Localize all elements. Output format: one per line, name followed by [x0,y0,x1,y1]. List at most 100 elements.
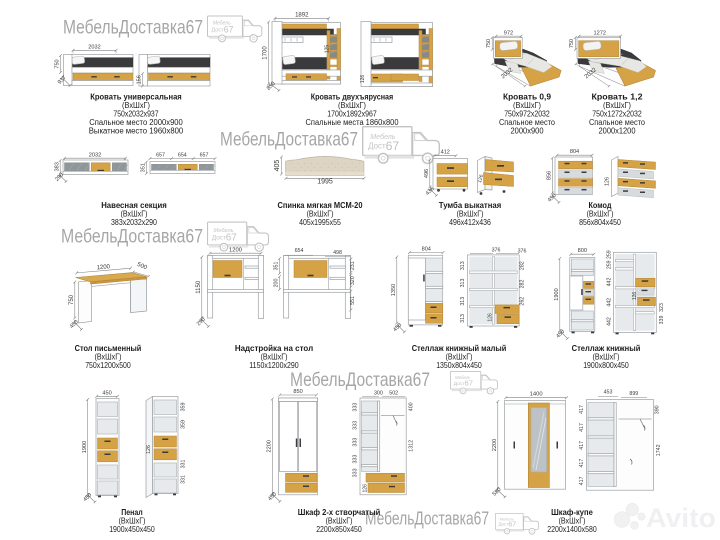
svg-text:750: 750 [486,39,492,48]
svg-text:359: 359 [180,403,186,412]
svg-text:850: 850 [293,389,302,395]
svg-text:290: 290 [196,316,207,327]
svg-text:259: 259 [607,260,613,269]
svg-text:750x1272x2032: 750x1272x2032 [592,110,641,119]
svg-text:Стеллаж книжный малый: Стеллаж книжный малый [412,344,507,353]
svg-text:126: 126 [477,174,485,184]
svg-text:(ВхШхГ): (ВхШхГ) [513,101,541,110]
svg-text:405: 405 [274,160,281,172]
svg-text:405x1995x55: 405x1995x55 [299,218,341,227]
svg-text:Надстройка на стол: Надстройка на стол [235,344,313,353]
svg-text:1892: 1892 [295,13,309,19]
svg-text:282: 282 [519,261,525,270]
svg-text:1900: 1900 [82,441,88,453]
svg-text:(ВхШхГ): (ВхШхГ) [326,516,353,525]
svg-text:МебельДоставка67: МебельДоставка67 [63,17,203,39]
svg-text:1400: 1400 [530,392,543,398]
svg-text:496: 496 [424,169,430,178]
svg-text:1150x1200x290: 1150x1200x290 [249,361,299,370]
svg-text:333: 333 [352,421,358,430]
svg-text:(ВхШхГ): (ВхШхГ) [603,101,631,110]
svg-text:Спальное место: Спальное место [499,118,556,127]
svg-text:Кровать универсальная: Кровать универсальная [90,92,182,101]
svg-text:125: 125 [325,45,331,54]
svg-text:323: 323 [659,303,665,312]
svg-text:126: 126 [363,484,369,493]
svg-text:376: 376 [492,247,501,253]
svg-text:126: 126 [146,445,152,454]
svg-text:200: 200 [274,279,280,288]
svg-text:Кровать двухъярусная: Кровать двухъярусная [311,92,394,101]
svg-text:502: 502 [389,390,398,396]
svg-text:450: 450 [82,492,93,503]
svg-text:657: 657 [200,152,209,158]
svg-text:(ВхШхГ): (ВхШхГ) [559,516,586,525]
svg-text:856: 856 [547,171,553,180]
svg-text:300: 300 [374,390,383,396]
svg-text:417: 417 [579,476,585,485]
svg-text:500: 500 [136,262,148,272]
svg-text:580: 580 [492,487,503,498]
svg-text:МебельДоставка67: МебельДоставка67 [220,129,358,151]
svg-text:Шкаф-купе: Шкаф-купе [551,508,593,517]
svg-text:333: 333 [352,438,358,447]
svg-text:551: 551 [350,296,356,305]
svg-text:1350x804x450: 1350x804x450 [436,361,482,370]
svg-text:Спальные места 1860x800: Спальные места 1860x800 [306,118,400,127]
svg-text:750x1200x500: 750x1200x500 [85,361,131,370]
svg-text:(ВхШхГ): (ВхШхГ) [261,352,288,361]
svg-text:1900x450x450: 1900x450x450 [109,525,155,534]
svg-text:(ВхШхГ): (ВхШхГ) [446,352,473,361]
svg-text:(ВхШхГ): (ВхШхГ) [593,352,620,361]
svg-text:496x412x436: 496x412x436 [449,218,491,227]
svg-text:2200x1400x580: 2200x1400x580 [547,525,597,534]
svg-text:2200: 2200 [267,440,273,452]
svg-text:2200x850x450: 2200x850x450 [316,525,362,534]
svg-text:Спальное место 2000x900: Спальное место 2000x900 [89,118,183,127]
svg-text:450: 450 [555,329,566,340]
svg-text:383: 383 [54,162,60,171]
svg-text:Навесная секция: Навесная секция [101,201,167,210]
svg-text:417: 417 [579,423,585,432]
svg-text:282: 282 [519,280,525,289]
svg-text:126: 126 [632,292,638,301]
svg-text:1742: 1742 [656,444,662,456]
svg-text:259: 259 [607,250,613,259]
svg-text:333: 333 [352,455,358,464]
svg-text:390: 390 [654,405,660,414]
svg-text:МебельДоставка67: МебельДоставка67 [61,226,203,248]
svg-text:1150: 1150 [196,280,202,294]
svg-text:804: 804 [422,247,431,253]
svg-text:1700: 1700 [263,46,269,60]
svg-text:1312: 1312 [408,440,414,452]
svg-text:(ВхШхГ): (ВхШхГ) [587,210,614,219]
svg-text:417: 417 [579,405,585,414]
svg-text:290: 290 [54,172,65,183]
svg-text:937: 937 [57,75,68,86]
svg-text:(ВхШхГ): (ВхШхГ) [457,210,484,219]
svg-text:2000x900: 2000x900 [511,127,545,136]
svg-text:(ВхШхГ): (ВхШхГ) [121,210,148,219]
svg-text:376: 376 [518,248,527,254]
svg-text:383x2032x290: 383x2032x290 [111,218,157,227]
svg-text:1995: 1995 [317,179,333,186]
svg-text:750x972x2032: 750x972x2032 [504,110,550,119]
svg-text:654: 654 [295,248,304,254]
svg-text:333: 333 [352,403,358,412]
svg-text:750: 750 [569,39,575,48]
svg-text:Стеллаж книжный: Стеллаж книжный [572,344,641,353]
svg-text:231: 231 [350,261,356,270]
svg-text:450: 450 [392,322,403,333]
svg-text:417: 417 [579,459,585,468]
svg-text:156: 156 [137,75,143,84]
svg-text:972: 972 [504,30,513,36]
svg-text:654: 654 [178,152,187,158]
svg-text:Спинка мягкая МСМ-20: Спинка мягкая МСМ-20 [278,201,363,210]
svg-text:750: 750 [69,294,75,305]
svg-text:2032: 2032 [89,152,101,158]
svg-text:(ВхШхГ): (ВхШхГ) [307,210,334,219]
svg-text:899: 899 [629,391,638,397]
svg-text:2200: 2200 [492,439,498,451]
svg-text:Пенал: Пенал [121,508,143,517]
svg-text:Комод: Комод [589,201,612,210]
